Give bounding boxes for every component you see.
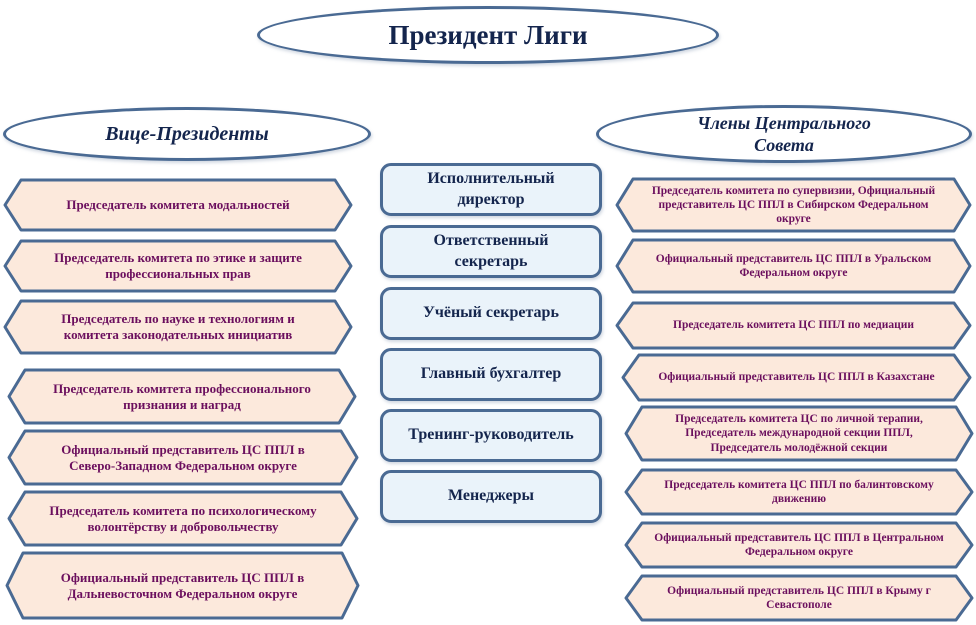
hexagon-shape <box>5 551 360 620</box>
hexagon-shape <box>7 490 359 547</box>
staff-position-box: Тренинг-руководитель <box>380 409 602 462</box>
vice-president-item-label: Председатель комитета по этике и защите … <box>54 250 302 281</box>
staff-position-label: Главный бухгалтер <box>420 365 562 383</box>
vice-president-item: Председатель комитета профессионального … <box>7 368 357 425</box>
vice-president-item-label: Председатель по науке и технологиям и ко… <box>61 311 295 342</box>
council-member-item-label: Официальный представитель ЦС ППЛ в Крыму… <box>667 584 931 611</box>
council-member-item-label: Председатель комитета ЦС по личной терап… <box>675 413 923 454</box>
hexagon-shape <box>3 239 353 293</box>
hexagon-shape <box>7 429 359 486</box>
council-member-item: Председатель комитета по супервизии, Офи… <box>615 177 972 233</box>
council-member-item-label: Председатель комитета ЦС ППЛ по балинтов… <box>664 478 934 505</box>
staff-position-label: Тренинг-руководитель <box>408 426 574 444</box>
staff-position-label: Исполнительный директор <box>427 169 555 208</box>
vice-president-item-label: Председатель комитета по психологическом… <box>49 502 317 534</box>
president-label: Президент Лиги <box>388 19 588 50</box>
staff-position-label: Ответственный секретарь <box>433 231 549 270</box>
staff-position-label: Учёный секретарь <box>423 304 559 322</box>
hexagon-shape <box>624 574 974 622</box>
vice-president-item: Председатель комитета по этике и защите … <box>3 239 353 293</box>
council-member-item: Председатель комитета ЦС ППЛ по балинтов… <box>624 468 974 516</box>
vice-president-item-label: Официальный представитель ЦС ППЛ в Дальн… <box>60 569 305 601</box>
vice-president-item-label: Официальный представитель ЦС ППЛ в Север… <box>61 441 305 473</box>
council-member-item-label: Официальный представитель ЦС ППЛ в Ураль… <box>655 252 932 279</box>
council-node: Члены Центрального Совета <box>596 105 972 163</box>
council-member-item: Председатель комитета ЦС ППЛ по медиации <box>615 301 972 350</box>
staff-position-label: Менеджеры <box>447 487 535 505</box>
council-member-item-label: Официальный представитель ЦС ППЛ в Казах… <box>658 371 935 384</box>
president-node: Президент Лиги <box>257 6 719 64</box>
hexagon-shape <box>624 405 974 462</box>
vice-president-item: Председатель комитета модальностей <box>3 178 353 232</box>
council-member-item: Официальный представитель ЦС ППЛ в Казах… <box>621 353 972 402</box>
hexagon-shape <box>624 521 974 569</box>
hexagon-shape <box>615 238 972 294</box>
council-member-item: Официальный представитель ЦС ППЛ в Центр… <box>624 521 974 569</box>
staff-position-box: Ответственный секретарь <box>380 225 602 278</box>
hexagon-shape <box>3 299 353 355</box>
council-member-item-label: Официальный представитель ЦС ППЛ в Центр… <box>654 531 944 558</box>
staff-position-box: Менеджеры <box>380 470 602 523</box>
vice-president-item-label: Председатель комитета профессионального … <box>53 380 311 412</box>
hexagon-shape <box>615 177 972 233</box>
council-member-item-label: Председатель комитета по супервизии, Офи… <box>651 184 936 225</box>
vice-presidents-node: Вице-Президенты <box>3 107 371 161</box>
council-member-item: Официальный представитель ЦС ППЛ в Ураль… <box>615 238 972 294</box>
council-member-item-label: Председатель комитета ЦС ППЛ по медиации <box>673 319 914 332</box>
vice-president-item: Официальный представитель ЦС ППЛ в Север… <box>7 429 359 486</box>
vice-presidents-label: Вице-Президенты <box>105 122 269 145</box>
staff-position-box: Главный бухгалтер <box>380 348 602 401</box>
vice-president-item: Председатель комитета по психологическом… <box>7 490 359 547</box>
vice-president-item: Председатель по науке и технологиям и ко… <box>3 299 353 355</box>
hexagon-shape <box>621 353 972 402</box>
vice-president-item-label: Председатель комитета модальностей <box>66 197 290 213</box>
hexagon-shape <box>3 178 353 232</box>
staff-position-box: Исполнительный директор <box>380 163 602 216</box>
hexagon-shape <box>7 368 357 425</box>
council-label: Члены Центрального Совета <box>697 112 871 156</box>
vice-president-item: Официальный представитель ЦС ППЛ в Дальн… <box>5 551 360 620</box>
council-member-item: Председатель комитета ЦС по личной терап… <box>624 405 974 462</box>
hexagon-shape <box>624 468 974 516</box>
hexagon-shape <box>615 301 972 350</box>
council-member-item: Официальный представитель ЦС ППЛ в Крыму… <box>624 574 974 622</box>
staff-position-box: Учёный секретарь <box>380 287 602 340</box>
